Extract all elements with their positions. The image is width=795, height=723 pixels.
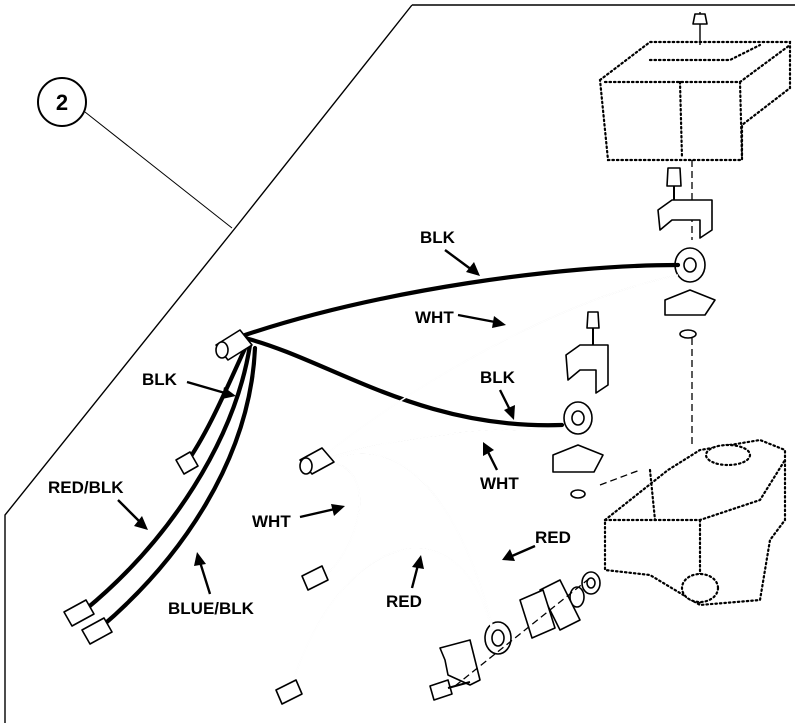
- svg-text:WHT: WHT: [252, 512, 291, 531]
- label-wht-left: WHT: [252, 504, 345, 531]
- lower-housing: [599, 438, 787, 607]
- right-connector: [299, 447, 335, 475]
- label-blk-left: BLK: [142, 370, 236, 399]
- label-blk-top: BLK: [420, 228, 480, 276]
- middle-switch: [552, 401, 604, 499]
- bottom-switch-assembly: [429, 571, 601, 701]
- upper-switch: [664, 247, 716, 445]
- upper-housing: [598, 12, 792, 240]
- terminals: [63, 451, 329, 705]
- callout-number: 2: [56, 90, 68, 115]
- svg-text:WHT: WHT: [415, 308, 454, 327]
- label-red-right: RED: [502, 528, 571, 561]
- middle-bracket: [565, 311, 609, 394]
- svg-text:BLUE/BLK: BLUE/BLK: [168, 599, 255, 618]
- svg-text:RED/BLK: RED/BLK: [48, 478, 124, 497]
- wires: [82, 262, 681, 691]
- label-blue-blk: BLUE/BLK: [168, 552, 255, 618]
- label-wht-mid: WHT: [480, 442, 519, 493]
- label-red-low: RED: [386, 555, 424, 611]
- svg-text:RED: RED: [386, 592, 422, 611]
- svg-text:BLK: BLK: [142, 370, 178, 389]
- svg-text:BLK: BLK: [420, 228, 456, 247]
- detail-frame: [4, 4, 795, 723]
- label-blk-mid: BLK: [480, 368, 516, 420]
- svg-text:WHT: WHT: [480, 474, 519, 493]
- left-connector: [215, 329, 253, 361]
- callout-2: 2: [37, 77, 233, 229]
- upper-bracket: [657, 167, 713, 239]
- label-red-blk: RED/BLK: [48, 478, 148, 530]
- label-wht-top: WHT: [415, 308, 506, 328]
- svg-text:RED: RED: [535, 528, 571, 547]
- svg-text:BLK: BLK: [480, 368, 516, 387]
